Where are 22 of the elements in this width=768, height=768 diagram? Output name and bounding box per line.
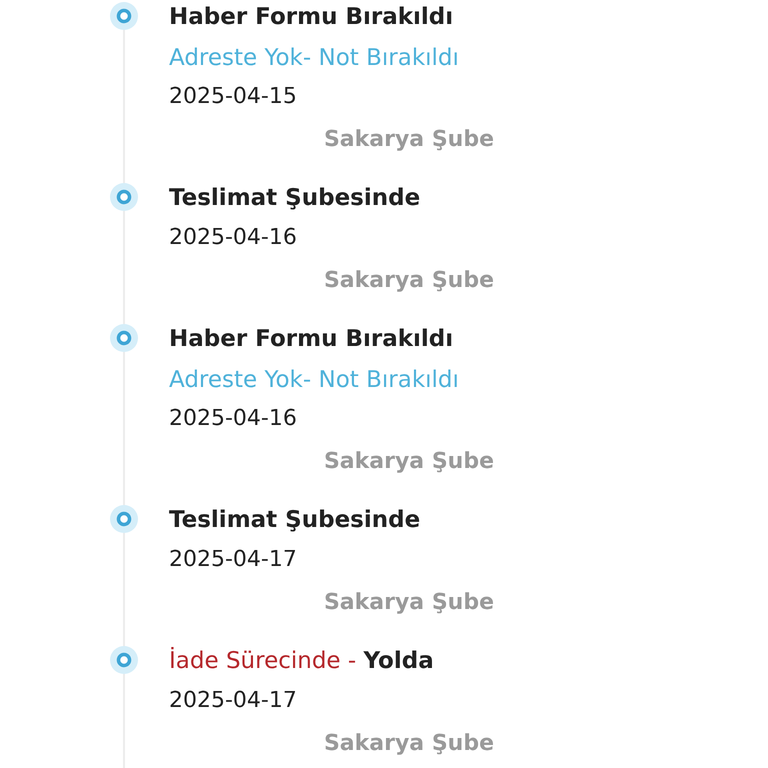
branch-name: Sakarya Şube	[324, 127, 494, 153]
date-text: 2025-04-17	[169, 688, 297, 714]
timeline-dot	[110, 2, 138, 30]
branch-name: Sakarya Şube	[324, 268, 494, 294]
branch-name: Sakarya Şube	[324, 590, 494, 616]
branch-name: Sakarya Şube	[324, 731, 494, 757]
date-text: 2025-04-17	[169, 547, 297, 573]
status-note: Adreste Yok- Not Bırakıldı	[169, 45, 459, 71]
date-text: 2025-04-16	[169, 406, 297, 432]
status-title: Teslimat Şubesinde	[169, 507, 420, 533]
status-note: Adreste Yok- Not Bırakıldı	[169, 367, 459, 393]
date-text: 2025-04-16	[169, 225, 297, 251]
timeline-dot	[110, 324, 138, 352]
timeline-dot	[110, 183, 138, 211]
branch-name: Sakarya Şube	[324, 449, 494, 475]
status-title: İade Sürecinde - Yolda	[169, 648, 434, 674]
status-title: Haber Formu Bırakıldı	[169, 326, 454, 352]
timeline-dot	[110, 646, 138, 674]
date-text: 2025-04-15	[169, 84, 297, 110]
status-title: Haber Formu Bırakıldı	[169, 4, 454, 30]
timeline-dot	[110, 505, 138, 533]
status-title: Teslimat Şubesinde	[169, 185, 420, 211]
